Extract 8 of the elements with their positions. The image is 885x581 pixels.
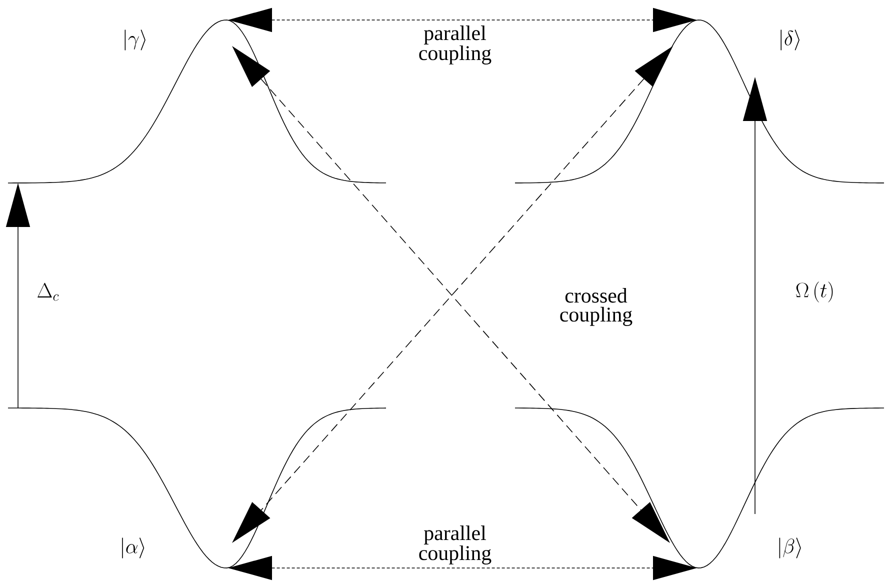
- energy-level: $|\alpha\rangle$: [8, 408, 386, 568]
- energy-level: $|\gamma\rangle$: [8, 20, 386, 184]
- edge-label: $\Delta_c$: [36, 282, 60, 302]
- edge-label: $\Omega\left(t\right)$: [794, 280, 836, 304]
- edge-label: parallel coupling: [404, 524, 506, 566]
- energy-level: $|\beta\rangle$: [514, 408, 884, 568]
- edge-label: parallel coupling: [404, 24, 506, 66]
- annotation: crossed coupling: [560, 288, 632, 326]
